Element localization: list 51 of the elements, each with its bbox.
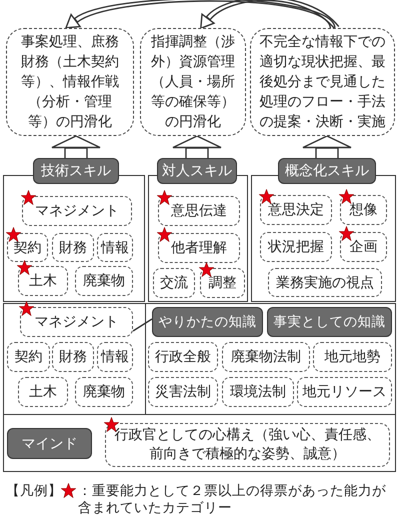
item-box: 地元地勢 bbox=[313, 342, 392, 372]
section-frame bbox=[251, 175, 396, 302]
item-box: 財務 bbox=[52, 342, 94, 372]
section-frame bbox=[3, 414, 396, 472]
statement-box: 行政官としての心構え（強い心、責任感、前向きで積極的な姿勢、誠意） bbox=[105, 423, 390, 467]
block-arrow bbox=[51, 135, 101, 159]
outcome-box: 指揮調整（渉外）資源管理（人員・場所等の確保等）の円滑化 bbox=[140, 28, 246, 136]
section-frame bbox=[3, 175, 145, 302]
item-box: 意思決定 bbox=[260, 195, 332, 225]
heading-tab: やりかたの知識 bbox=[152, 307, 263, 337]
item-box: マネジメント bbox=[22, 196, 132, 226]
section-frame bbox=[3, 303, 146, 415]
legend-title: 【凡例】 bbox=[6, 483, 62, 500]
item-box: 業務実施の視点 bbox=[268, 268, 382, 297]
block-arrow bbox=[302, 135, 352, 159]
item-box: 地元リソース bbox=[297, 377, 392, 407]
item-box: 状況把握 bbox=[260, 232, 332, 262]
item-box: 行政全般 bbox=[148, 342, 218, 372]
item-box: 意思伝達 bbox=[158, 196, 240, 226]
item-box: 土木 bbox=[18, 266, 68, 296]
item-box: 廃棄物 bbox=[75, 266, 133, 296]
item-box: 環境法制 bbox=[222, 377, 294, 407]
item-box: 他者理解 bbox=[158, 233, 240, 263]
item-box: 土木 bbox=[18, 377, 68, 407]
item-box: 廃棄物 bbox=[75, 377, 133, 407]
item-box: マネジメント bbox=[20, 307, 133, 337]
heading-tab: 技術スキル bbox=[33, 158, 119, 184]
curved-arrow bbox=[200, 0, 340, 30]
heading-tab: 概念化スキル bbox=[278, 158, 376, 184]
item-box: 契約 bbox=[7, 233, 48, 262]
item-box: 契約 bbox=[7, 342, 50, 372]
section-frame bbox=[148, 175, 248, 302]
item-box: 財務 bbox=[52, 233, 94, 262]
item-box: 情報 bbox=[97, 233, 133, 262]
section-frame bbox=[145, 303, 396, 415]
heading-tab: マインド bbox=[7, 428, 92, 459]
block-arrow bbox=[172, 135, 222, 159]
item-box: 企画 bbox=[340, 232, 387, 262]
connector-line bbox=[132, 318, 152, 332]
item-box: 交流 bbox=[153, 268, 195, 298]
outcome-box: 不完全な情報下での適切な現状把握、最後処分まで見通した処理のフロー・手法の提案・決断・実施 bbox=[250, 28, 395, 136]
legend-text: ：重要能力として２票以上の得票があった能力が含まれていたカテゴリー bbox=[78, 483, 387, 517]
heading-tab: 対人スキル bbox=[157, 158, 237, 184]
item-box: 廃棄物法制 bbox=[222, 342, 310, 372]
item-box: 想像 bbox=[340, 195, 387, 225]
item-box: 情報 bbox=[97, 342, 133, 372]
heading-tab: 事実としての知識 bbox=[267, 307, 392, 337]
item-box: 調整 bbox=[200, 268, 245, 298]
outcome-box: 事案処理、庶務財務（土木契約等）、情報作戦（分析・管理等）の円滑化 bbox=[6, 28, 134, 136]
item-box: 災害法制 bbox=[148, 377, 218, 407]
curved-arrow bbox=[65, 0, 336, 29]
